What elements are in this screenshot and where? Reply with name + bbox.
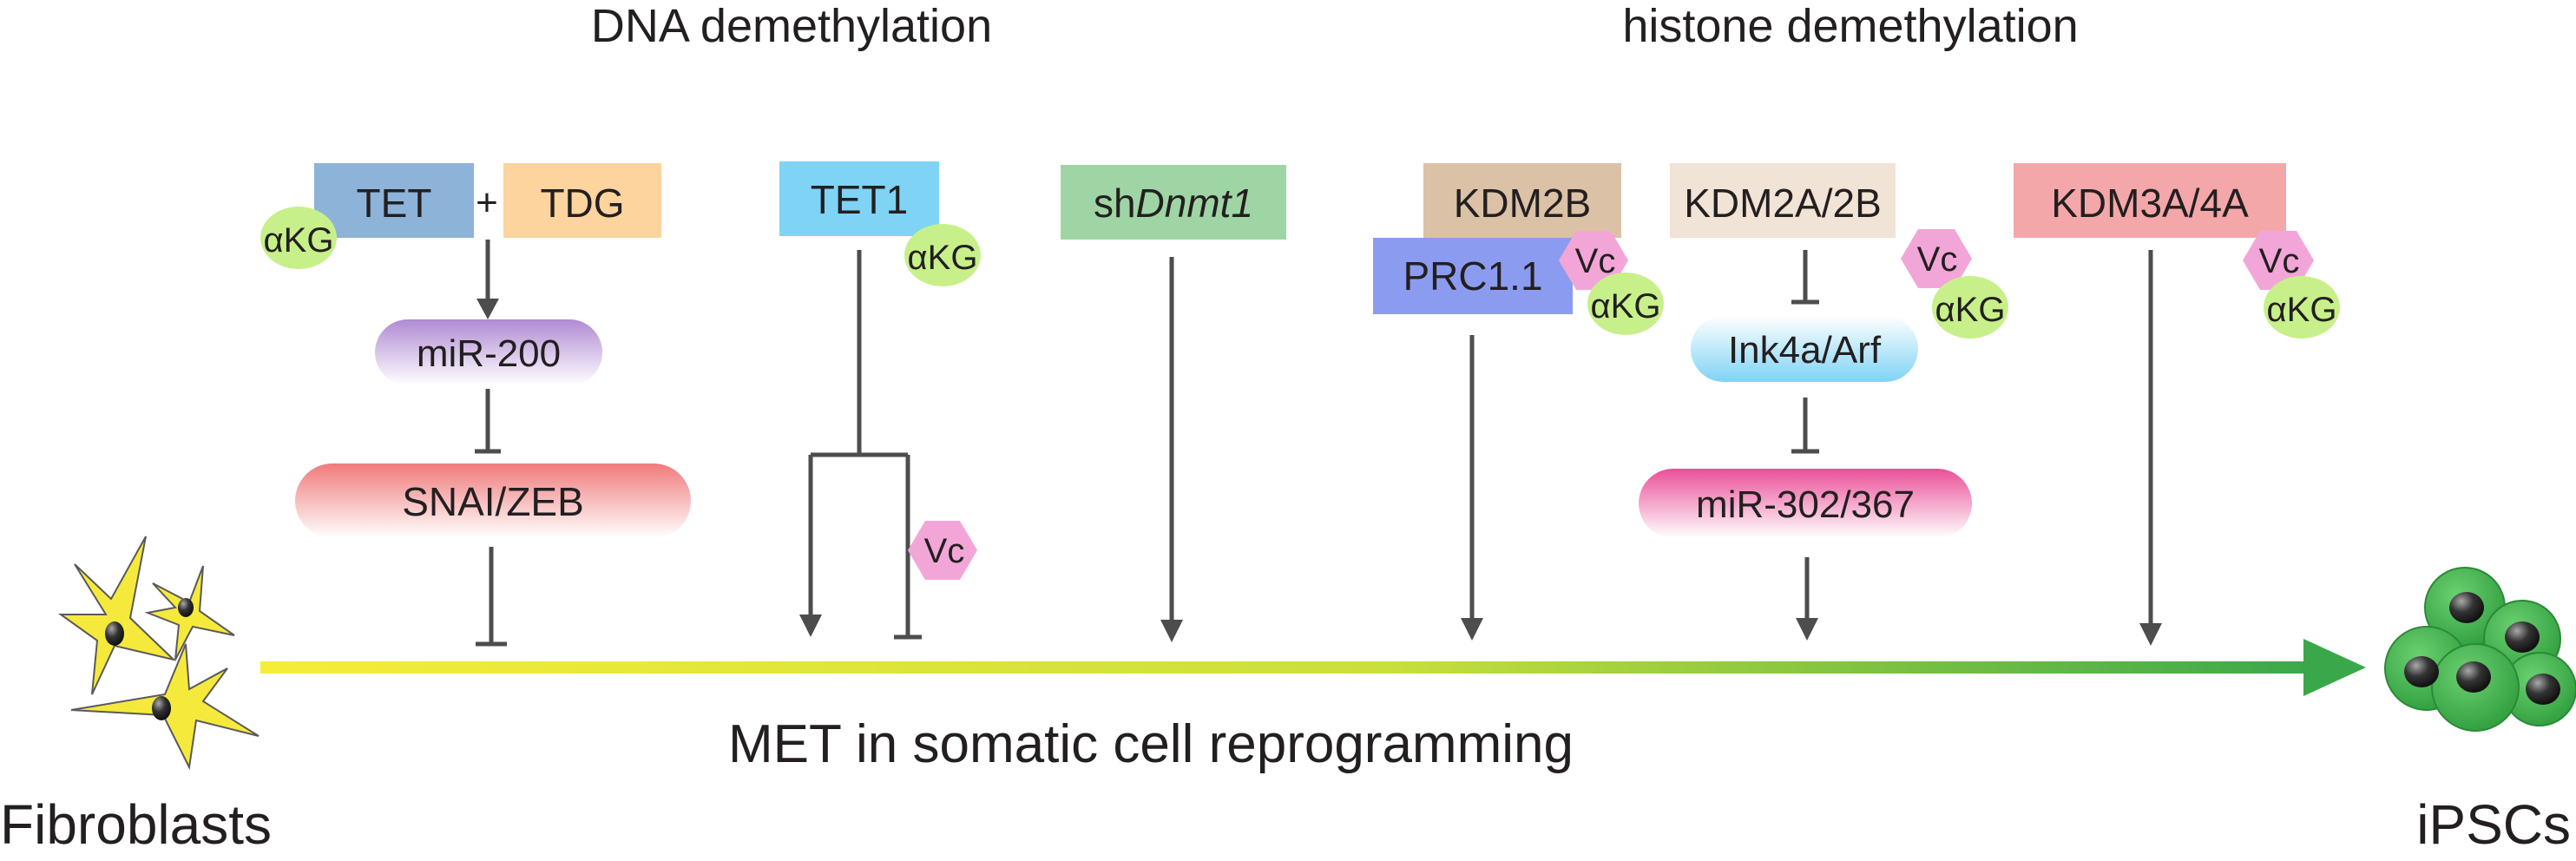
node-tet-label: TET (357, 181, 432, 226)
node-tdg-label: TDG (540, 181, 624, 226)
akg-cofactor-label: αKG (908, 239, 978, 277)
met-label: MET in somatic cell reprogramming (728, 714, 1574, 774)
node-shdnmt1 (1061, 165, 1286, 240)
ipsc-nucleus (2449, 592, 2484, 623)
fibroblast-nucleus (105, 621, 124, 646)
akg-cofactor-label: αKG (264, 221, 334, 260)
node-kdm3a-4a-label: KDM3A/4A (2051, 181, 2249, 226)
ipsc-nucleus (2505, 621, 2540, 653)
node-ink4a-arf-label: Ink4a/Arf (1728, 329, 1882, 371)
akg-cofactor-label: αKG (1935, 291, 2006, 329)
arrow-head (476, 299, 499, 319)
node-tet1-label: TET1 (811, 177, 908, 222)
vc-cofactor-icon (1901, 229, 1972, 288)
node-shdnmt1-label: shDnmt1 (1094, 181, 1253, 226)
ipsc-nucleus (2456, 661, 2491, 693)
node-snai-zeb-label: SNAI/ZEB (402, 479, 584, 524)
node-snai-zeb (295, 463, 691, 538)
vc-cofactor-label: Vc (1575, 242, 1616, 280)
shdnmt1-prefix: sh (1094, 181, 1136, 226)
node-kdm2b (1423, 163, 1621, 238)
akg-cofactor-icon (1587, 273, 1664, 335)
node-tdg (503, 163, 661, 238)
vc-cofactor-icon (2243, 231, 2314, 290)
vc-cofactor-label: Vc (1917, 240, 1958, 279)
shdnmt1-gene: Dnmt1 (1136, 181, 1253, 226)
arrow-head (1461, 618, 1483, 641)
arrow-head (2139, 623, 2162, 646)
node-tet (314, 163, 474, 238)
heading-dna-demethylation: DNA demethylation (591, 0, 992, 52)
akg-cofactor-label: αKG (1591, 287, 1661, 325)
heading-histone-demethylation: histone demethylation (1622, 0, 2078, 52)
node-kdm2a-2b-label: KDM2A/2B (1684, 181, 1882, 226)
node-mir-200-label: miR-200 (417, 332, 561, 375)
node-prc1-1 (1373, 238, 1573, 314)
vc-cofactor-icon (908, 521, 977, 580)
plus-sign: + (476, 181, 498, 224)
ipsc-nucleus (2404, 656, 2439, 687)
met-arrow-head (2303, 639, 2366, 696)
node-tet1 (779, 161, 939, 236)
ipscs-label: iPSCs (2416, 793, 2571, 856)
ipsc-colony-icon (2384, 567, 2576, 732)
vc-cofactor-label: Vc (924, 532, 965, 570)
node-mir-302-367 (1639, 469, 1972, 538)
node-ink4a-arf (1691, 316, 1918, 382)
fibroblasts-label: Fibroblasts (0, 793, 272, 856)
akg-cofactor-icon (904, 224, 981, 286)
arrow-head (1796, 618, 1818, 641)
node-kdm2a-2b (1670, 163, 1896, 238)
met-arrow-shaft (260, 661, 2310, 674)
akg-cofactor-icon (2264, 276, 2340, 338)
fibroblast-nucleus (178, 598, 194, 617)
node-mir-302-367-label: miR-302/367 (1696, 483, 1915, 526)
node-kdm2b-label: KDM2B (1454, 181, 1591, 226)
arrow-head (1160, 620, 1183, 642)
akg-cofactor-label: αKG (2267, 291, 2337, 329)
fibroblast-nucleus (152, 696, 171, 720)
ipsc-nucleus (2526, 674, 2560, 705)
node-mir-200 (375, 319, 602, 385)
akg-cofactor-icon (260, 207, 337, 269)
vc-cofactor-label: Vc (2259, 242, 2300, 280)
akg-cofactor-icon (1932, 276, 2008, 338)
node-prc1-1-label: PRC1.1 (1403, 253, 1542, 299)
node-kdm3a-4a (2014, 163, 2286, 238)
arrow-head (799, 615, 822, 637)
fibroblast-cells-icon (57, 536, 260, 771)
